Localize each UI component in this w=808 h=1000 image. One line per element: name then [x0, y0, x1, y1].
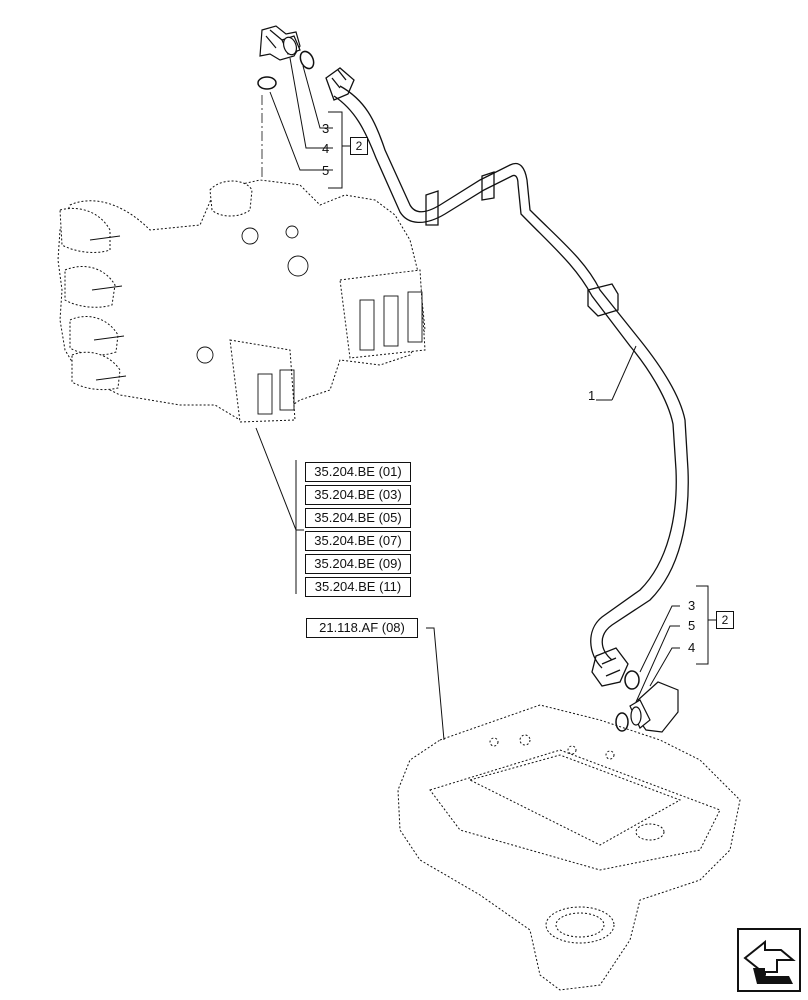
top-o-ring-a	[299, 50, 315, 70]
hydraulic-pipe	[325, 67, 689, 687]
top-o-ring-b	[257, 76, 277, 90]
valve-ref-link[interactable]: 35.204.BE (03)	[305, 485, 411, 505]
callout-bottom-5: 5	[688, 618, 695, 633]
bottom-o-ring-b	[615, 712, 629, 732]
valve-ref-link[interactable]: 35.204.BE (11)	[305, 577, 411, 597]
valve-refs-bracket	[255, 427, 304, 594]
callout-top-5: 5	[322, 163, 329, 178]
control-valve-block	[57, 179, 426, 423]
callout-pipe-1: 1	[588, 388, 595, 403]
ref-box-top-2[interactable]: 2	[350, 137, 368, 155]
valve-ref-link[interactable]: 35.204.BE (09)	[305, 554, 411, 574]
ref-box-bottom-2[interactable]: 2	[716, 611, 734, 629]
valve-solenoid-details	[89, 225, 423, 415]
frame-leader	[426, 627, 445, 741]
bottom-group-leaders	[635, 585, 716, 703]
callout-bottom-3: 3	[688, 598, 695, 613]
valve-ref-link[interactable]: 35.204.BE (07)	[305, 531, 411, 551]
top-group-leaders	[269, 57, 350, 189]
callout-bottom-4: 4	[688, 640, 695, 655]
bottom-o-ring-a	[624, 670, 640, 690]
frame-ref-link[interactable]: 21.118.AF (08)	[306, 618, 418, 638]
valve-reference-list: 35.204.BE (01) 35.204.BE (03) 35.204.BE …	[305, 462, 411, 600]
bottom-elbow-fitting	[629, 681, 679, 733]
next-page-arrow-icon[interactable]	[737, 928, 801, 992]
valve-ref-link[interactable]: 35.204.BE (05)	[305, 508, 411, 528]
frame-housing	[397, 704, 741, 991]
callout-top-4: 4	[322, 141, 329, 156]
top-elbow-fitting	[259, 25, 301, 61]
callout-top-3: 3	[322, 121, 329, 136]
valve-ref-link[interactable]: 35.204.BE (01)	[305, 462, 411, 482]
